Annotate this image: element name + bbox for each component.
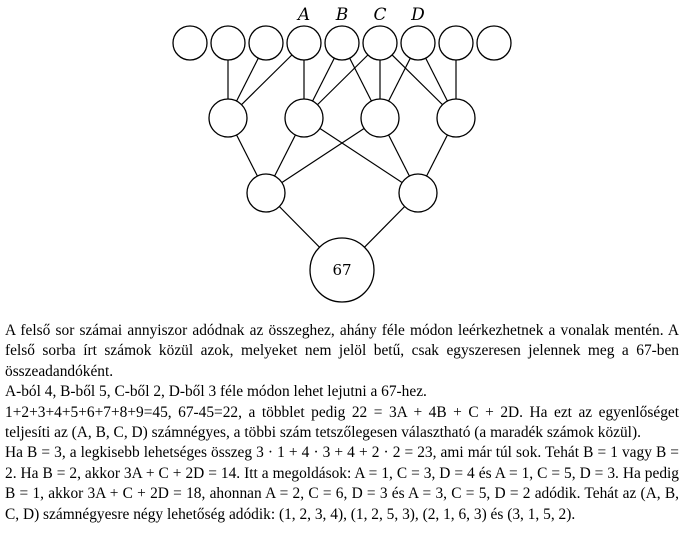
solution-paragraph: Ha B = 3, a legkisebb lehetséges összeg … xyxy=(5,444,679,523)
middle-row-node xyxy=(208,98,248,138)
top-row-node xyxy=(172,25,208,61)
top-row-node xyxy=(210,25,246,61)
lower-row-node xyxy=(398,173,438,213)
top-row-node xyxy=(324,25,360,61)
explanation-text: A felső sor számai annyiszor adódnak az … xyxy=(5,321,679,525)
tree-edges xyxy=(227,42,457,271)
middle-row-node xyxy=(360,98,400,138)
top-row-node xyxy=(248,25,284,61)
middle-row-node xyxy=(284,98,324,138)
middle-row-node xyxy=(436,98,476,138)
paths-paragraph: A-ból 4, B-ből 5, C-ből 2, D-ből 3 féle … xyxy=(5,383,427,401)
top-row-node xyxy=(400,25,436,61)
top-label-d: D xyxy=(410,5,425,25)
top-row-node xyxy=(438,25,474,61)
top-row-node xyxy=(286,25,322,61)
top-row-node xyxy=(476,25,512,61)
equation-paragraph: 1+2+3+4+5+6+7+8+9=45, 67-45=22, a többle… xyxy=(5,403,679,442)
top-row-node xyxy=(362,25,398,61)
lower-row-node xyxy=(246,173,286,213)
root-value: 67 xyxy=(332,261,351,279)
tree-nodes xyxy=(172,25,512,303)
root-node xyxy=(309,237,375,303)
number-tree-diagram: 67 A B C D xyxy=(172,5,512,303)
tree-edge xyxy=(265,117,381,194)
tree-edge xyxy=(303,117,419,194)
intro-paragraph: A felső sor számai annyiszor adódnak az … xyxy=(5,322,679,380)
top-label-a: A xyxy=(296,5,310,25)
top-label-c: C xyxy=(373,5,386,25)
top-label-b: B xyxy=(335,5,349,25)
